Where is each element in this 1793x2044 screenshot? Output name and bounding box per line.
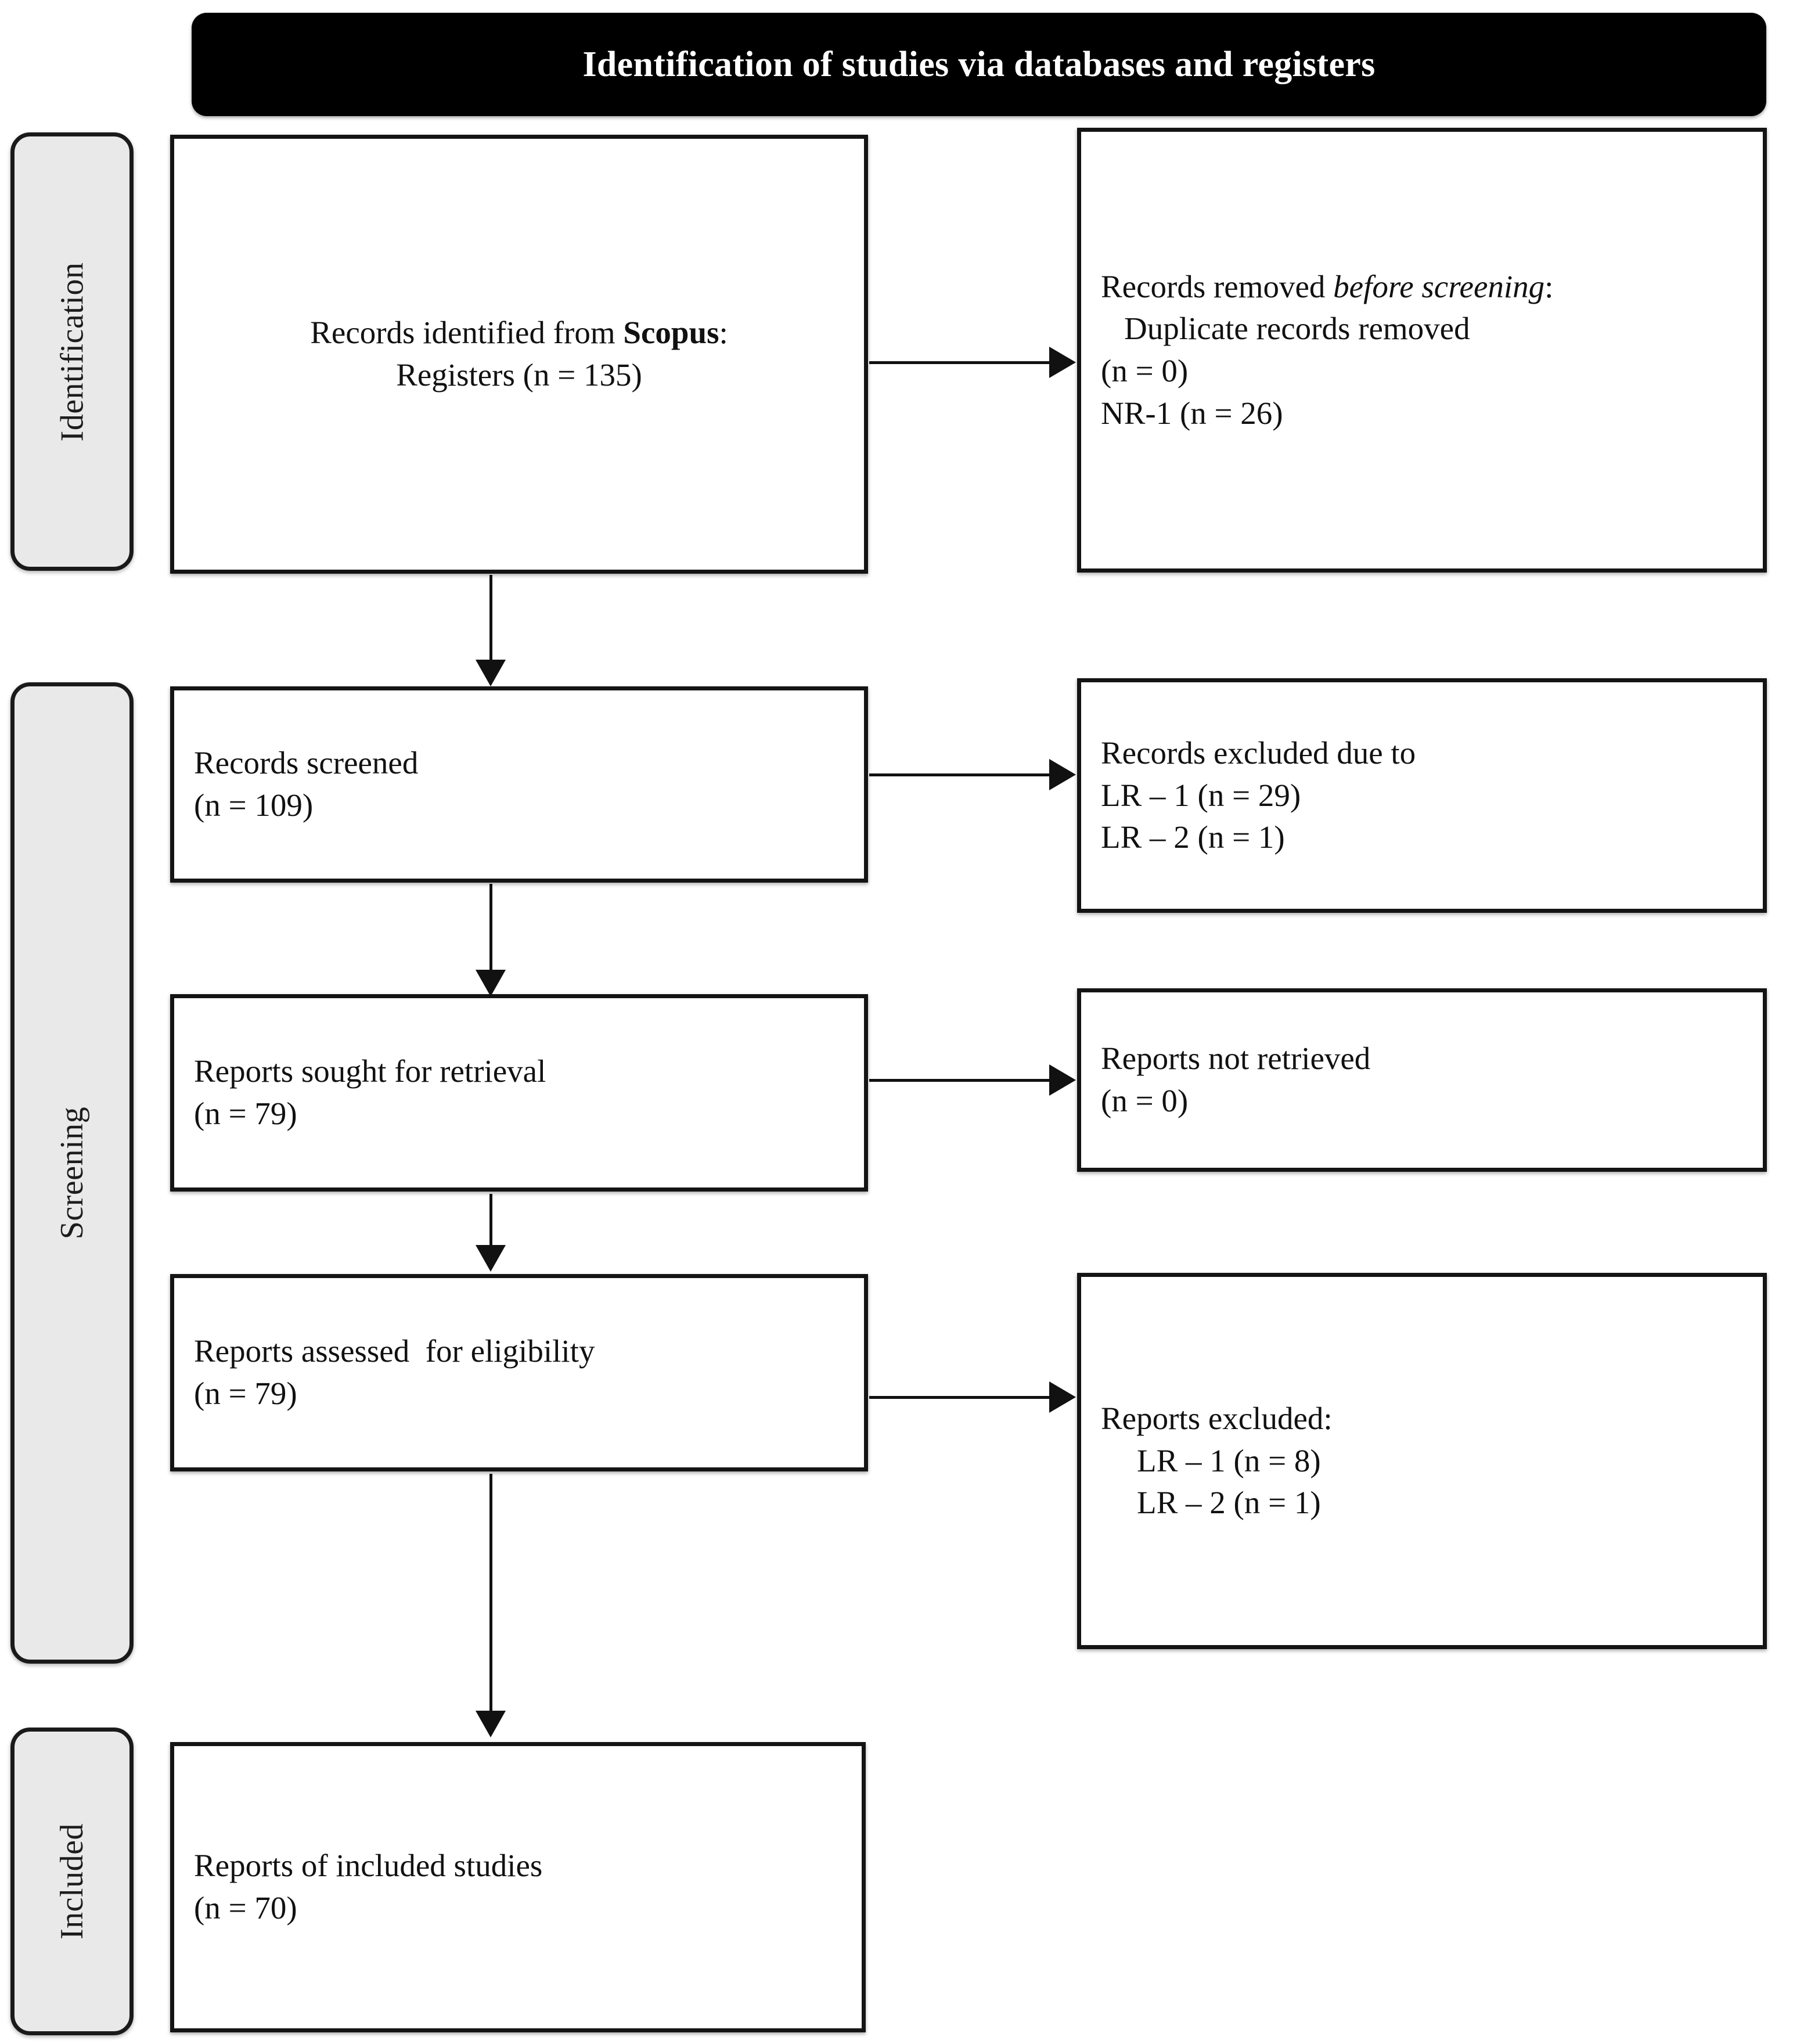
- stage-label-identification: Identification: [10, 132, 134, 571]
- arrow-right-icon: [1049, 1381, 1076, 1413]
- arrow-down-icon: [476, 1245, 506, 1272]
- included-studies-line-2: (n = 70): [194, 1890, 297, 1926]
- records-removed-line-4: NR-1 (n = 26): [1101, 395, 1283, 431]
- records-removed-suffix: :: [1544, 268, 1554, 304]
- records-removed-line-2: Duplicate records removed: [1124, 311, 1470, 347]
- reports-excluded-line-3: LR – 2 (n = 1): [1137, 1485, 1321, 1521]
- box-reports-excluded: Reports excluded: LR – 1 (n = 8) LR – 2 …: [1077, 1273, 1767, 1649]
- connector-screened-to-excluded: [869, 773, 1050, 776]
- box-reports-sought: Reports sought for retrieval (n = 79): [170, 994, 868, 1192]
- connector-identified-to-removed: [869, 361, 1050, 364]
- box-records-excluded: Records excluded due to LR – 1 (n = 29) …: [1077, 678, 1767, 913]
- box-reports-assessed-eligibility: Reports assessed for eligibility (n = 79…: [170, 1274, 868, 1471]
- connector-sought-to-eligibility: [489, 1194, 492, 1247]
- arrow-right-icon: [1049, 1064, 1076, 1096]
- reports-sought-line-1: Reports sought for retrieval: [194, 1053, 546, 1089]
- reports-excluded-line-2: LR – 1 (n = 8): [1137, 1442, 1321, 1478]
- records-removed-line-3: (n = 0): [1101, 353, 1189, 388]
- records-removed-emphasis: before screening: [1333, 268, 1545, 304]
- box-records-removed: Records removed before screening: Duplic…: [1077, 128, 1767, 573]
- stage-label-screening-text: Screening: [54, 1106, 91, 1240]
- records-screened-line-2: (n = 109): [194, 787, 314, 823]
- arrow-right-icon: [1049, 347, 1076, 378]
- records-screened-line-1: Records screened: [194, 745, 419, 781]
- records-removed-line-1: Records removed before screening:: [1101, 266, 1743, 308]
- stage-label-identification-text: Identification: [54, 262, 90, 441]
- records-excluded-line-1: Records excluded due to: [1101, 735, 1416, 771]
- box-reports-included-studies: Reports of included studies (n = 70): [170, 1742, 866, 2032]
- records-identified-source-prefix: Records identified from: [310, 315, 624, 351]
- arrow-down-icon: [476, 660, 506, 686]
- records-excluded-line-3: LR – 2 (n = 1): [1101, 819, 1285, 855]
- records-excluded-line-2: LR – 1 (n = 29): [1101, 777, 1301, 813]
- records-identified-line-2: Registers (n = 135): [396, 357, 642, 393]
- page-title: Identification of studies via databases …: [582, 44, 1376, 84]
- reports-not-retrieved-line-1: Reports not retrieved: [1101, 1041, 1371, 1077]
- box-records-identified: Records identified from Scopus: Register…: [170, 135, 868, 574]
- connector-eligibility-to-reportsexcluded: [869, 1396, 1050, 1399]
- reports-not-retrieved-line-2: (n = 0): [1101, 1083, 1189, 1118]
- box-reports-not-retrieved: Reports not retrieved (n = 0): [1077, 988, 1767, 1172]
- stage-label-included-text: Included: [54, 1823, 91, 1939]
- stage-label-included: Included: [10, 1728, 134, 2035]
- arrow-down-icon: [476, 970, 506, 996]
- records-identified-line-1: Records identified from Scopus:: [194, 312, 844, 354]
- connector-sought-to-notretrieved: [869, 1079, 1050, 1082]
- connector-eligibility-to-included: [489, 1474, 492, 1713]
- diagram-header: Identification of studies via databases …: [192, 13, 1766, 116]
- reports-eligibility-line-1: Reports assessed for eligibility: [194, 1333, 595, 1369]
- included-studies-line-1: Reports of included studies: [194, 1848, 543, 1884]
- reports-sought-line-2: (n = 79): [194, 1096, 297, 1131]
- box-records-screened: Records screened (n = 109): [170, 686, 868, 883]
- stage-label-screening: Screening: [10, 682, 134, 1664]
- connector-screened-to-sought: [489, 884, 492, 972]
- connector-identified-to-screened: [489, 575, 492, 662]
- records-identified-source-suffix: :: [719, 315, 728, 351]
- reports-excluded-line-1: Reports excluded:: [1101, 1401, 1333, 1437]
- arrow-right-icon: [1049, 759, 1076, 790]
- records-identified-source-name: Scopus: [623, 315, 719, 351]
- arrow-down-icon: [476, 1711, 506, 1737]
- records-removed-prefix: Records removed: [1101, 268, 1334, 304]
- reports-eligibility-line-2: (n = 79): [194, 1376, 297, 1411]
